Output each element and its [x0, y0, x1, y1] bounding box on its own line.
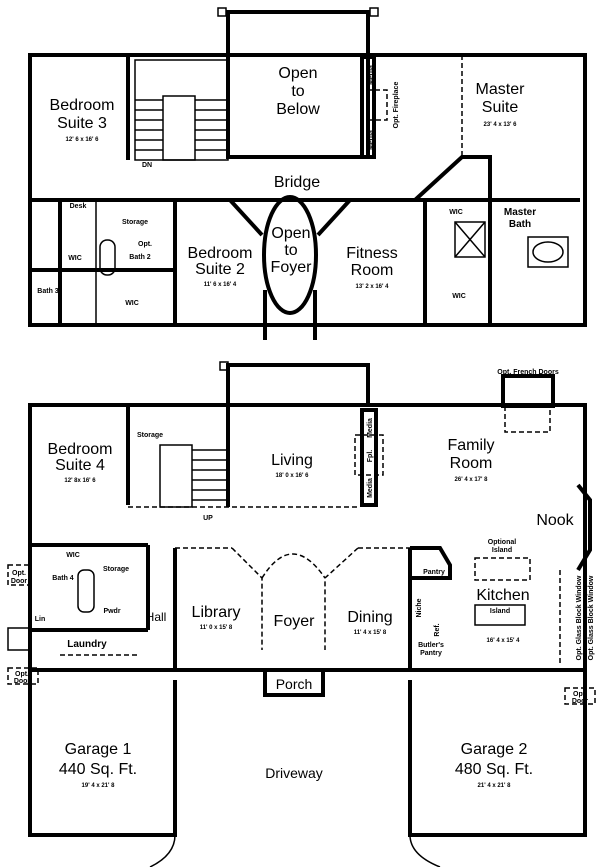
kitchen-label: Kitchen	[476, 587, 529, 604]
butlers-pantry-label: Butler's	[418, 642, 444, 649]
storage-label: Storage	[137, 432, 163, 439]
garage-1-area: 440 Sq. Ft.	[59, 761, 137, 778]
opt-french-doors-label: Opt. French Doors	[497, 369, 559, 376]
family-room-label-2: Room	[450, 455, 493, 472]
fitness-room-label-2: Room	[351, 262, 394, 279]
bedroom-suite-4-label-2: Suite 4	[55, 457, 105, 474]
open-to-below-label-2: to	[291, 83, 304, 100]
open-to-foyer-label-3: Foyer	[271, 259, 313, 276]
optional-island-label: Optional	[488, 539, 516, 546]
opt-door-label: Opt.	[15, 671, 29, 678]
garage-2-dims: 21' 4 x 21' 8	[478, 783, 512, 789]
bath-3-label: Bath 3	[37, 288, 59, 295]
lower-floor-labels: Bedroom Suite 4 12' 8x 16' 6 Storage UP …	[11, 369, 595, 789]
family-room-label: Family	[447, 437, 494, 454]
media-label: Media	[368, 65, 375, 85]
master-suite-dims: 23' 4 x 13' 6	[484, 122, 518, 128]
dining-dims: 11' 4 x 15' 8	[354, 630, 387, 636]
pantry-label: Pantry	[423, 569, 445, 576]
storage-label: Storage	[122, 219, 148, 226]
fitness-room-label: Fitness	[346, 245, 398, 262]
opt-fireplace-label: Opt. Fireplace	[393, 82, 400, 129]
living-label: Living	[271, 452, 313, 469]
open-to-foyer-label-2: to	[284, 242, 297, 259]
upper-floor-labels: Bedroom Suite 3 12' 6 x 16' 6 Open to Be…	[37, 65, 536, 307]
open-to-below-label-3: Below	[276, 101, 320, 118]
bedroom-suite-3-label: Bedroom	[50, 97, 115, 114]
wic-label: WIC	[66, 552, 80, 559]
media-label: Media	[367, 478, 374, 498]
kitchen-dims: 16' 4 x 15' 4	[487, 638, 521, 644]
powder-room-label: Pwdr	[103, 608, 120, 615]
driveway-label: Driveway	[265, 765, 323, 781]
opt-label: Opt.	[138, 241, 152, 248]
opt-glass-block-window-label: Opt. Glass Block Window	[576, 575, 583, 660]
foyer-label: Foyer	[274, 613, 316, 630]
media-label: Media	[368, 130, 375, 150]
wic-label: WIC	[449, 209, 463, 216]
bedroom-suite-3-dims: 12' 6 x 16' 6	[66, 137, 100, 143]
master-bath-label: Master	[504, 207, 536, 218]
library-label: Library	[192, 604, 241, 621]
fireplace-label: Fpl.	[367, 450, 374, 462]
upper-floor-walls	[28, 7, 587, 340]
lower-floor-walls	[7, 361, 596, 867]
living-dims: 18' 0 x 16' 6	[276, 473, 310, 479]
hall-label: Hall	[146, 610, 167, 624]
family-room-dims: 26' 4 x 17' 8	[455, 477, 489, 483]
nook-label: Nook	[536, 512, 574, 529]
garage-2-label: Garage 2	[461, 741, 528, 758]
ref-label: Ref.	[434, 623, 441, 636]
media-label: Media	[367, 418, 374, 438]
opt-door-label-2: Door	[11, 578, 28, 585]
bedroom-suite-4-dims: 12' 8x 16' 6	[64, 478, 96, 484]
porch-label: Porch	[276, 676, 313, 692]
dining-label: Dining	[347, 609, 392, 626]
fitness-room-dims: 13' 2 x 16' 4	[356, 284, 390, 290]
garage-1-dims: 19' 4 x 21' 8	[82, 783, 116, 789]
master-suite-label-2: Suite	[482, 99, 519, 116]
bridge-label: Bridge	[274, 174, 320, 191]
master-suite-label: Master	[476, 81, 526, 98]
optional-island-label-2: Island	[492, 547, 512, 554]
desk-label: Desk	[70, 203, 87, 210]
bath-4-label: Bath 4	[52, 575, 74, 582]
linen-label: Lin	[35, 616, 46, 623]
laundry-label: Laundry	[67, 639, 107, 650]
master-bath-label-2: Bath	[509, 219, 531, 230]
opt-glass-block-window-label: Opt. Glass Block Window	[588, 575, 595, 660]
open-to-below-label: Open	[278, 65, 317, 82]
bedroom-suite-2-label: Bedroom	[188, 245, 253, 262]
bath-2-label: Bath 2	[129, 254, 151, 261]
wic-label: WIC	[68, 255, 82, 262]
bedroom-suite-2-label-2: Suite 2	[195, 261, 245, 278]
garage-2-area: 480 Sq. Ft.	[455, 761, 533, 778]
wic-label: WIC	[125, 300, 139, 307]
wic-label: WIC	[452, 293, 466, 300]
bedroom-suite-2-dims: 11' 6 x 16' 4	[204, 282, 237, 288]
butlers-pantry-label-2: Pantry	[420, 650, 442, 657]
bedroom-suite-4-label: Bedroom	[48, 441, 113, 458]
up-label: UP	[203, 515, 213, 522]
dn-label: DN	[142, 162, 152, 169]
storage-label: Storage	[103, 566, 129, 573]
open-to-foyer-label: Open	[271, 225, 310, 242]
opt-door-label-2: Door	[572, 698, 589, 705]
niche-label: Niche	[416, 598, 423, 617]
opt-door-label: Opt.	[573, 691, 587, 698]
library-dims: 11' 0 x 15' 8	[200, 625, 233, 631]
island-label: Island	[490, 608, 510, 615]
garage-1-label: Garage 1	[65, 741, 132, 758]
bedroom-suite-3-label-2: Suite 3	[57, 115, 107, 132]
opt-door-label: Opt.	[12, 570, 26, 577]
opt-door-label-2: Door	[14, 678, 31, 685]
